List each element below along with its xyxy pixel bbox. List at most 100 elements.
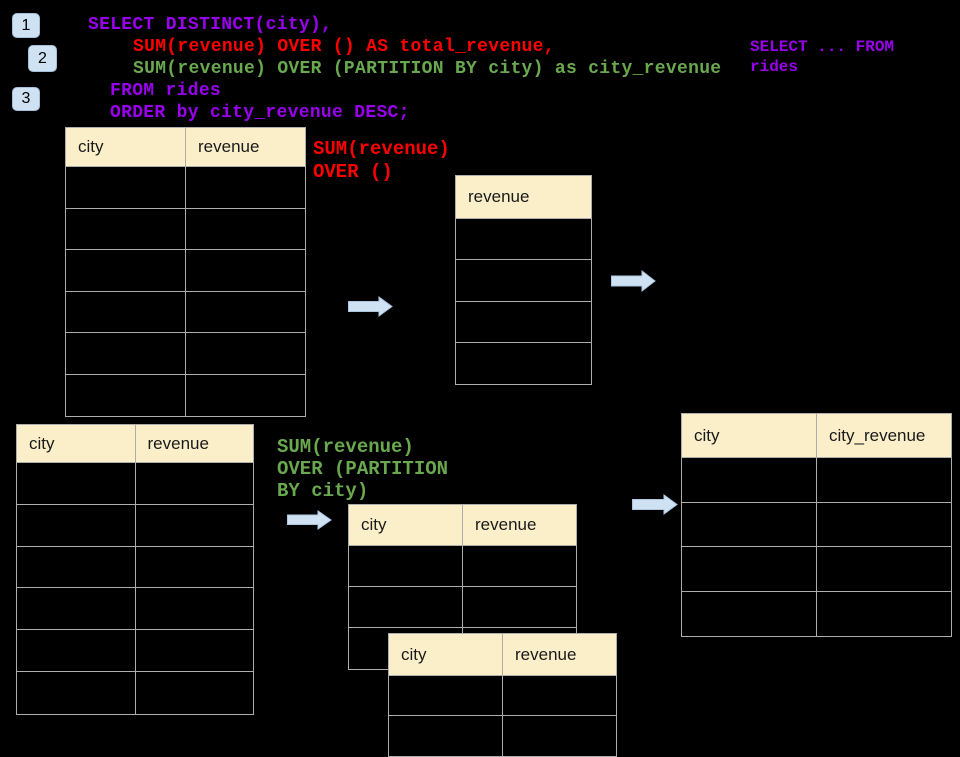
table-cell (17, 463, 136, 505)
table-row (389, 716, 616, 756)
table-cell (456, 260, 591, 302)
table-row (66, 208, 305, 250)
table-row (17, 671, 254, 714)
table-cell (817, 547, 951, 592)
table-cell (66, 374, 186, 416)
table-cell (66, 250, 186, 292)
table-cell (682, 458, 817, 503)
table-cell (135, 588, 253, 631)
table-row (17, 546, 253, 589)
table-cell (135, 505, 253, 547)
table-cell (682, 591, 817, 636)
table-row (456, 219, 591, 261)
table-cell (186, 209, 305, 250)
table-cell (66, 333, 186, 375)
arrow-right-icon-1 (348, 296, 393, 317)
column-header: city (66, 128, 186, 167)
table-cell (186, 292, 305, 333)
table-cell (389, 676, 503, 716)
table-cell (66, 291, 186, 333)
table-cell (66, 167, 186, 209)
arrow-right-icon-2 (611, 270, 656, 292)
table-row (682, 591, 951, 637)
column-header: city (682, 414, 817, 458)
table-cell (817, 458, 951, 503)
table-row (456, 260, 591, 302)
table-cell (186, 333, 305, 375)
table-cell (682, 502, 817, 547)
sql-line-order-by: ORDER by city_revenue DESC; (110, 103, 410, 123)
column-header: city_revenue (817, 414, 951, 458)
sql-line-city-revenue: SUM(revenue) OVER (PARTITION BY city) as… (133, 59, 722, 79)
table-cell (136, 672, 254, 714)
table-cell (135, 630, 253, 672)
table-row (66, 333, 305, 375)
table-row (682, 458, 951, 503)
table-cell (456, 219, 591, 261)
table-cell (463, 587, 576, 628)
table-cell (463, 546, 576, 587)
table-row (389, 676, 616, 716)
table-row (17, 588, 253, 631)
step-badge-1: 1 (12, 13, 40, 38)
table-cell (503, 716, 616, 756)
step-badge-3: 3 (12, 87, 40, 111)
table-cell (349, 587, 463, 628)
column-header: revenue (135, 425, 253, 463)
table-cell (456, 302, 591, 343)
table-row (349, 587, 576, 628)
table-cell (17, 671, 136, 714)
table-cell (66, 208, 186, 250)
table-cell (186, 375, 305, 417)
table-row (66, 374, 305, 417)
sql-line-total-revenue: SUM(revenue) OVER () AS total_revenue, (133, 37, 555, 57)
table-row (17, 463, 253, 505)
arrow-right-icon-3 (287, 510, 332, 530)
arrow-right-icon-4 (632, 494, 678, 515)
label-partition-line1: SUM(revenue) (277, 436, 414, 458)
column-header: city (389, 634, 503, 676)
label-sum-over-line2: OVER () (313, 161, 393, 183)
table-cell (817, 592, 951, 637)
table-row (17, 504, 253, 547)
column-header: city (17, 425, 136, 463)
label-sum-over-line1: SUM(revenue) (313, 138, 450, 160)
column-header: revenue (186, 128, 305, 167)
table-row (456, 302, 591, 343)
table-row (682, 502, 951, 547)
table-row (682, 547, 951, 592)
table-row (349, 546, 576, 587)
side-note-rides: rides (750, 58, 799, 76)
table-cell (17, 630, 136, 672)
column-header: city (349, 505, 463, 546)
table-header-row: revenue (456, 176, 591, 219)
table-cell (135, 547, 253, 589)
table-row (17, 630, 253, 672)
table-cell (186, 167, 305, 209)
table-cell (503, 676, 616, 716)
table-row (66, 291, 305, 333)
table-cell (456, 343, 591, 384)
sql-line-from: FROM rides (110, 81, 222, 101)
sql-line-select: SELECT DISTINCT(city), (88, 15, 333, 35)
table-cell (17, 588, 136, 631)
column-header: revenue (456, 176, 591, 219)
table-cell (17, 546, 136, 589)
side-note-select-from: SELECT ... FROM (750, 38, 895, 56)
column-header: revenue (503, 634, 616, 676)
label-partition-line2: OVER (PARTITION (277, 458, 449, 480)
table-cell (135, 463, 253, 505)
table-cell (17, 504, 136, 547)
total-revenue-result-table: revenue (455, 175, 592, 386)
label-partition-line3: BY city) (277, 480, 369, 502)
table-cell (682, 547, 817, 592)
